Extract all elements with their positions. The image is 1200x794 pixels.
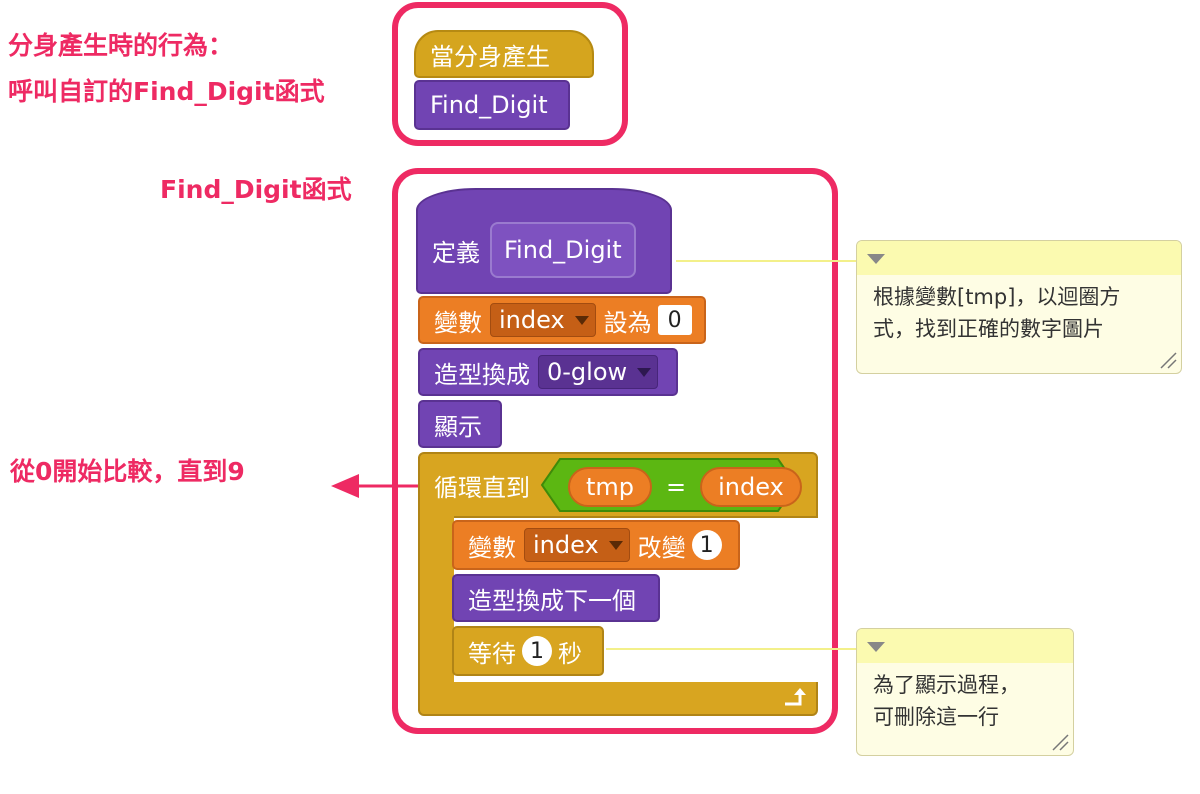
condition-contents: tmp = index: [568, 464, 802, 510]
change-variable-block[interactable]: 變數 index 改變 1: [452, 520, 740, 570]
hat-block-label: 當分身產生: [430, 42, 550, 71]
variable-dropdown-value: index: [499, 306, 565, 334]
call-block-label: Find_Digit: [430, 91, 548, 119]
note2-connector: [606, 648, 858, 650]
set-to-label: 設為: [603, 308, 652, 337]
dropdown-arrow-icon: [637, 367, 652, 377]
repeat-until-label: 循環直到: [434, 473, 530, 502]
define-name-label: Find_Digit: [504, 236, 622, 264]
equals-operator: =: [666, 473, 687, 501]
comment-note-2[interactable]: 為了顯示過程， 可刪除這一行: [856, 628, 1074, 756]
loop-arrow-icon: [785, 688, 806, 706]
resize-handle-icon[interactable]: [1051, 733, 1069, 751]
function-annotation: Find_Digit函式: [160, 175, 352, 204]
function-script-frame: [392, 168, 838, 734]
change-value-input[interactable]: 1: [691, 530, 722, 560]
wait-seconds-input[interactable]: 1: [522, 636, 552, 666]
switch-costume-block[interactable]: 造型換成 0-glow: [418, 348, 678, 396]
next-costume-label: 造型換成下一個: [468, 586, 636, 615]
wait-label: 等待: [468, 639, 516, 668]
collapse-triangle-icon[interactable]: [867, 254, 885, 264]
define-find-digit-hat-block[interactable]: 定義 Find_Digit: [416, 188, 672, 294]
show-block[interactable]: 顯示: [418, 400, 502, 448]
when-clone-starts-hat-block[interactable]: 當分身產生: [414, 30, 594, 78]
variable-dropdown[interactable]: index: [490, 303, 596, 337]
define-label: 定義: [432, 238, 480, 267]
resize-handle-icon[interactable]: [1159, 351, 1177, 369]
note-text[interactable]: 為了顯示過程， 可刪除這一行: [873, 673, 1020, 729]
wait-block[interactable]: 等待 1 秒: [452, 626, 604, 676]
costume-dropdown-value: 0-glow: [547, 358, 628, 386]
clone-script-frame: [392, 2, 628, 146]
clone-behavior-annotation-line2: 呼叫自訂的Find_Digit函式: [8, 77, 325, 106]
tmp-variable-reporter[interactable]: tmp: [568, 467, 653, 507]
dropdown-arrow-icon: [608, 540, 623, 550]
repeat-until-header: 循環直到 tmp = index: [418, 452, 818, 518]
note1-connector: [676, 260, 858, 262]
variable-dropdown-value: index: [533, 531, 599, 559]
clone-behavior-annotation-line1: 分身產生時的行為：: [8, 31, 234, 60]
loop-annotation: 從0開始比較，直到9: [10, 457, 245, 486]
costume-dropdown[interactable]: 0-glow: [538, 355, 659, 389]
note-header[interactable]: [857, 629, 1073, 663]
collapse-triangle-icon[interactable]: [867, 642, 885, 652]
variable-dropdown[interactable]: index: [524, 528, 630, 562]
index-variable-reporter[interactable]: index: [700, 467, 802, 507]
change-by-label: 改變: [637, 533, 686, 562]
set-variable-block[interactable]: 變數 index 設為 0: [418, 296, 706, 344]
change-var-label: 變數: [468, 533, 516, 562]
set-value-input[interactable]: 0: [657, 305, 692, 335]
switch-costume-label: 造型換成: [434, 360, 530, 389]
dropdown-arrow-icon: [574, 315, 589, 325]
next-costume-block[interactable]: 造型換成下一個: [452, 574, 660, 622]
note-header[interactable]: [857, 241, 1181, 275]
repeat-until-footer: [418, 682, 818, 716]
wait-unit-label: 秒: [558, 639, 582, 668]
repeat-until-arm: [418, 516, 454, 684]
comment-note-1[interactable]: 根據變數[tmp]，以迴圈方 式，找到正確的數字圖片: [856, 240, 1182, 374]
define-name-slot: Find_Digit: [490, 222, 636, 278]
set-var-label: 變數: [434, 308, 482, 337]
repeat-until-block[interactable]: 循環直到 tmp = index: [418, 452, 818, 716]
show-label: 顯示: [434, 412, 482, 441]
note-text[interactable]: 根據變數[tmp]，以迴圈方 式，找到正確的數字圖片: [873, 285, 1121, 341]
call-find-digit-block[interactable]: Find_Digit: [414, 80, 570, 130]
